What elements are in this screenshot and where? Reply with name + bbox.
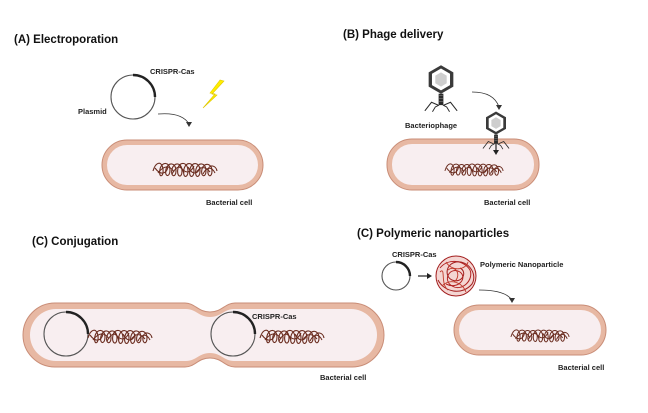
bacteriophage-label: Bacteriophage xyxy=(405,121,457,130)
plasmid-label: Plasmid xyxy=(78,107,107,116)
panel-c-title: (C) Conjugation xyxy=(32,236,118,248)
attached-phage-icon xyxy=(482,111,510,150)
cell-label-c: Bacterial cell xyxy=(320,373,366,382)
cell-label: Bacterial cell xyxy=(206,198,252,207)
crispr-cas-label-d: CRISPR-Cas xyxy=(392,250,437,259)
panel-phage-delivery: (B) Phage delivery Bacteriophage Bacteri… xyxy=(343,29,540,207)
nanoparticle-label: Polymeric Nanoparticle xyxy=(480,260,563,269)
lightning-icon xyxy=(202,79,225,109)
panel-a-title: (A) Electroporation xyxy=(14,34,118,46)
bacterial-cell xyxy=(101,139,264,191)
panel-electroporation: (A) Electroporation CRISPR-Cas Plasmid B… xyxy=(14,34,264,207)
nanoparticle-icon xyxy=(435,255,477,297)
entry-arrow xyxy=(157,113,190,125)
plasmid-icon-d xyxy=(381,260,412,291)
bacterial-cell-b xyxy=(386,138,540,191)
crispr-cas-label: CRISPR-Cas xyxy=(150,67,195,76)
plasmid-icon xyxy=(110,73,157,120)
panel-b-title: (B) Phage delivery xyxy=(343,29,444,41)
cell-label-d: Bacterial cell xyxy=(558,363,604,372)
panel-conjugation: (C) Conjugation CRISPR-Cas Bacterial cel… xyxy=(22,236,385,382)
crispr-cas-label-c: CRISPR-Cas xyxy=(252,312,297,321)
plasmid-icon-right xyxy=(210,310,257,357)
right-arrow-icon xyxy=(418,273,432,279)
plasmid-icon-left xyxy=(43,310,90,357)
cell-label-b: Bacterial cell xyxy=(484,198,530,207)
panel-d-title: (C) Polymeric nanoparticles xyxy=(357,228,509,240)
phage-approach-arrow xyxy=(471,91,500,108)
bacteriophage-icon xyxy=(424,64,458,113)
panel-polymeric-nanoparticles: (C) Polymeric nanoparticles CRISPR-Cas P… xyxy=(357,228,607,372)
bacterial-cell-d xyxy=(453,304,607,356)
conjugating-cells xyxy=(22,302,385,368)
np-approach-arrow xyxy=(478,289,513,301)
